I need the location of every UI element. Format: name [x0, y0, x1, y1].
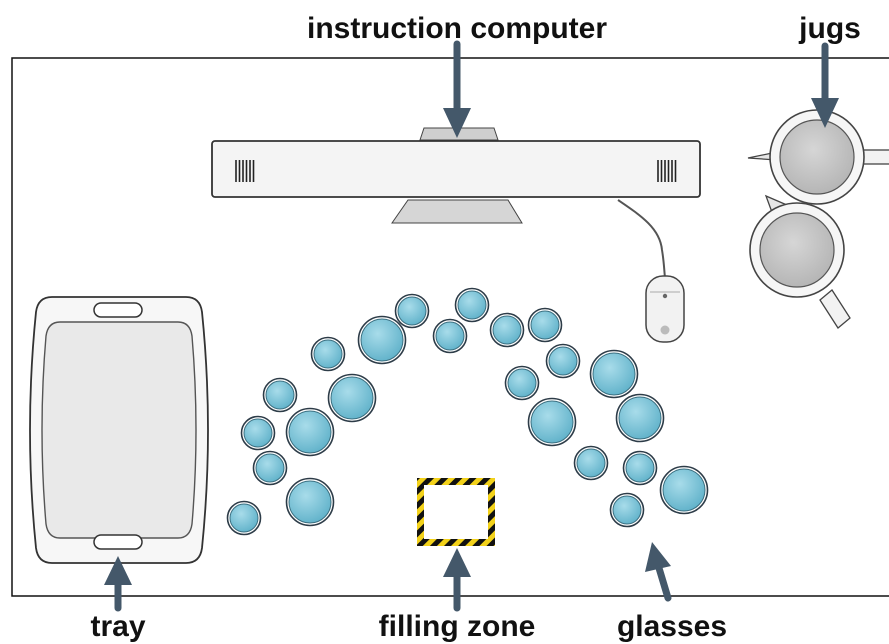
arrow-tray: [104, 556, 132, 612]
computer-icon: [211, 127, 701, 224]
glass-icon: [252, 450, 288, 486]
glass-icon: [394, 293, 430, 329]
arrow-jugs: [811, 42, 839, 128]
mouse-icon: [617, 199, 685, 343]
label-jugs: jugs: [798, 12, 861, 45]
glass-icon: [527, 397, 577, 447]
glass-icon: [454, 287, 490, 323]
speaker-grille-left: [235, 160, 255, 182]
glass-icon: [240, 415, 276, 451]
glass-icon: [489, 312, 525, 348]
label-filling-zone: filling zone: [379, 610, 536, 643]
glass-icon: [357, 315, 407, 365]
arrow-glasses: [645, 542, 672, 602]
glass-icon: [310, 336, 346, 372]
glass-icon: [622, 450, 658, 486]
glass-icon: [285, 477, 335, 527]
glass-icon: [504, 365, 540, 401]
glass-icon: [545, 343, 581, 379]
tray-handle-top: [93, 302, 143, 318]
jug-icon: [747, 109, 889, 205]
arrow-instruction-computer: [443, 40, 471, 138]
monitor: [211, 140, 701, 198]
glass-icon: [573, 445, 609, 481]
glass-icon: [285, 407, 335, 457]
glass-icon: [659, 465, 709, 515]
label-tray: tray: [90, 610, 145, 643]
glass-icon: [432, 318, 468, 354]
glass-icon: [262, 377, 298, 413]
tray-icon: [29, 296, 209, 564]
arrow-filling-zone: [443, 548, 471, 612]
glass-icon: [226, 500, 262, 536]
filling-zone: [417, 478, 495, 546]
tray-handle-bottom: [93, 534, 143, 550]
label-glasses: glasses: [617, 610, 727, 643]
glasses-group: [226, 287, 709, 536]
glass-icon: [589, 349, 639, 399]
label-instruction-computer: instruction computer: [307, 12, 607, 45]
glass-icon: [527, 307, 563, 343]
glass-icon: [615, 393, 665, 443]
jug-icon: [749, 194, 851, 329]
glass-icon: [609, 492, 645, 528]
glass-icon: [327, 373, 377, 423]
speaker-grille-right: [657, 160, 677, 182]
